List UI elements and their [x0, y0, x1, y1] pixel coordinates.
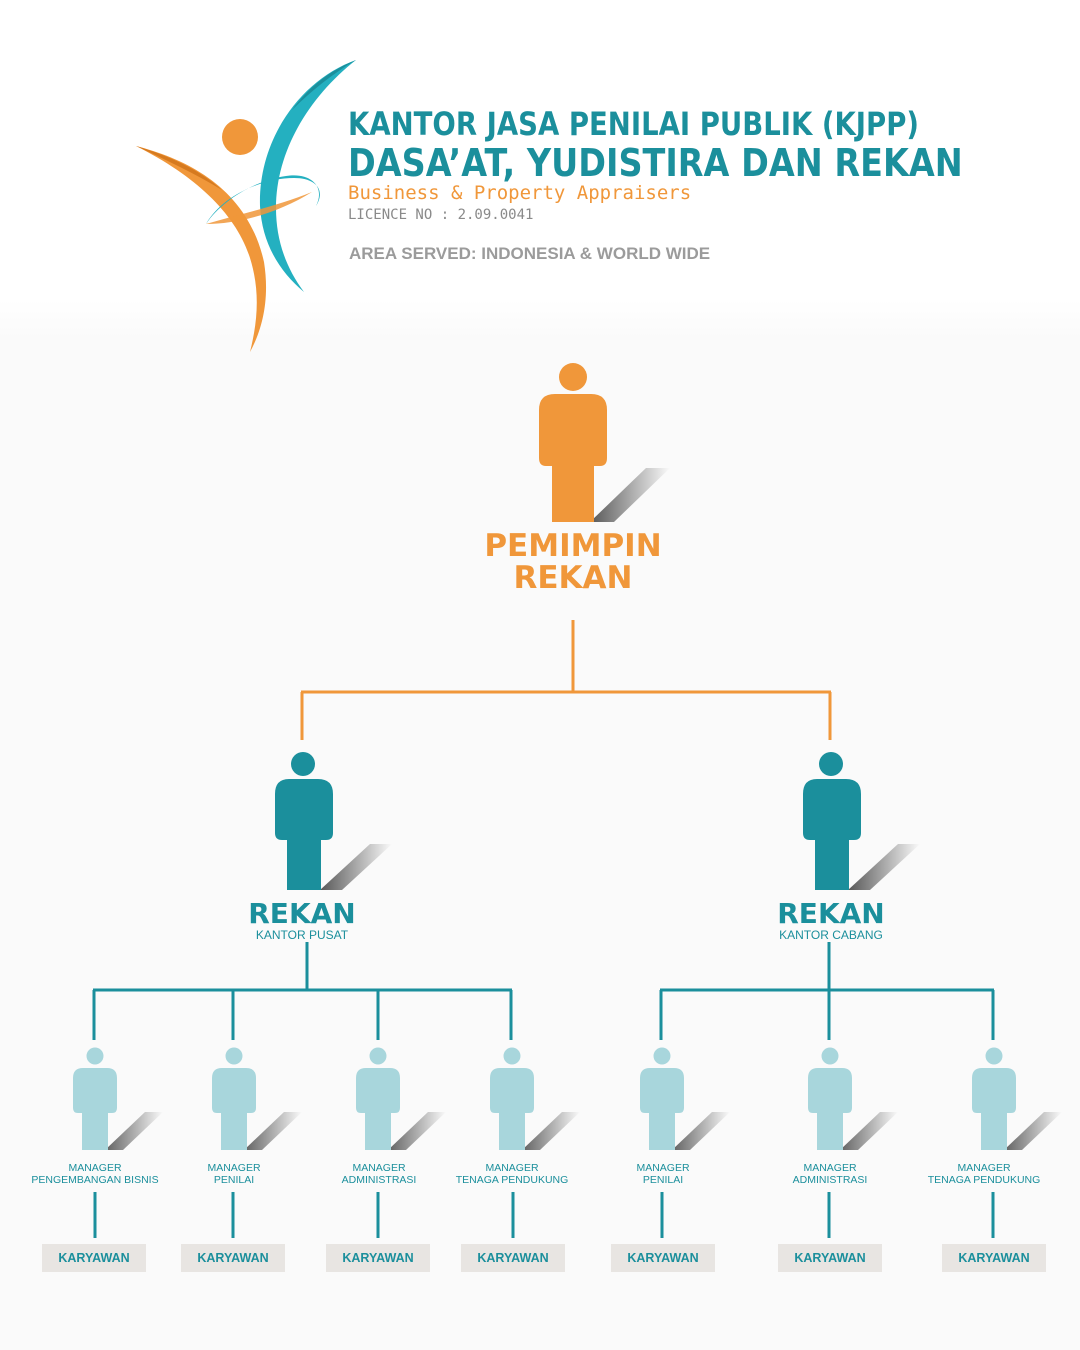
staff-box: KARYAWAN	[42, 1244, 146, 1272]
kjpp-logo	[136, 60, 356, 352]
manager-label-line1: MANAGER	[68, 1162, 122, 1174]
licence-number: LICENCE NO : 2.09.0041	[348, 207, 534, 223]
logo-orange-swoosh	[136, 146, 267, 352]
manager-label-line2: ADMINISTRASI	[792, 1174, 868, 1186]
leader-person-icon	[539, 363, 670, 522]
manager-label: MANAGER PENGEMBANGAN BISNIS	[0, 1162, 190, 1186]
staff-connectors	[93, 1192, 995, 1238]
company-type-title: KANTOR JASA PENILAI PUBLIK (KJPP)	[348, 105, 919, 143]
manager-label-line1: MANAGER	[636, 1162, 690, 1174]
manager-label-line2: PENILAI	[213, 1174, 255, 1186]
manager-penilai-pusat-person-icon	[212, 1047, 302, 1150]
manager-label: MANAGER PENILAI	[139, 1162, 329, 1186]
manager-label-line1: MANAGER	[957, 1162, 1011, 1174]
logo-teal-swoosh	[259, 60, 356, 292]
manager-label-line2: TENAGA PENDUKUNG	[927, 1174, 1041, 1186]
manager-pengembangan-bisnis-person-icon	[73, 1047, 163, 1150]
manager-label: MANAGER ADMINISTRASI	[735, 1162, 925, 1186]
staff-box: KARYAWAN	[611, 1244, 715, 1272]
area-served: AREA SERVED: INDONESIA & WORLD WIDE	[349, 244, 711, 263]
manager-label-line1: MANAGER	[485, 1162, 539, 1174]
pusat-connector	[92, 942, 513, 1040]
manager-administrasi-pusat-person-icon	[356, 1047, 446, 1150]
leader-title: PEMIMPIN REKAN	[423, 530, 723, 594]
manager-label: MANAGER PENILAI	[568, 1162, 758, 1186]
manager-label-line1: MANAGER	[352, 1162, 406, 1174]
staff-box: KARYAWAN	[326, 1244, 430, 1272]
manager-label-line2: ADMINISTRASI	[341, 1174, 417, 1186]
manager-label-line2: TENAGA PENDUKUNG	[455, 1174, 569, 1186]
company-tagline: Business & Property Appraisers	[348, 182, 692, 204]
partner-pusat-title: REKAN	[248, 897, 356, 930]
logo-orbit	[206, 175, 320, 224]
partner-cabang-subtitle: KANTOR CABANG	[779, 928, 883, 942]
manager-tenaga-pendukung-pusat-person-icon	[490, 1047, 580, 1150]
partner-cabang-title: REKAN	[777, 897, 885, 930]
manager-label-line2: PENILAI	[642, 1174, 684, 1186]
manager-administrasi-cabang-person-icon	[808, 1047, 898, 1150]
staff-box: KARYAWAN	[461, 1244, 565, 1272]
staff-box: KARYAWAN	[942, 1244, 1046, 1272]
manager-label: MANAGER TENAGA PENDUKUNG	[889, 1162, 1079, 1186]
leader-connector	[300, 620, 832, 740]
manager-label-line2: PENGEMBANGAN BISNIS	[31, 1174, 159, 1186]
manager-label-line1: MANAGER	[207, 1162, 261, 1174]
cabang-connector	[659, 942, 995, 1040]
manager-label: MANAGER ADMINISTRASI	[284, 1162, 474, 1186]
company-name: DASA’AT, YUDISTIRA DAN REKAN	[348, 141, 963, 185]
manager-penilai-cabang-person-icon	[640, 1047, 730, 1150]
manager-tenaga-pendukung-cabang-person-icon	[972, 1047, 1062, 1150]
manager-label: MANAGER TENAGA PENDUKUNG	[417, 1162, 607, 1186]
staff-box: KARYAWAN	[778, 1244, 882, 1272]
partner-cabang-person-icon	[803, 752, 920, 890]
partner-pusat-subtitle: KANTOR PUSAT	[255, 928, 349, 942]
leader-title-line2: REKAN	[513, 560, 633, 596]
logo-head	[222, 119, 258, 155]
partner-pusat-person-icon	[275, 752, 392, 890]
manager-label-line1: MANAGER	[803, 1162, 857, 1174]
leader-title-line1: PEMIMPIN	[484, 528, 662, 564]
staff-box: KARYAWAN	[181, 1244, 285, 1272]
